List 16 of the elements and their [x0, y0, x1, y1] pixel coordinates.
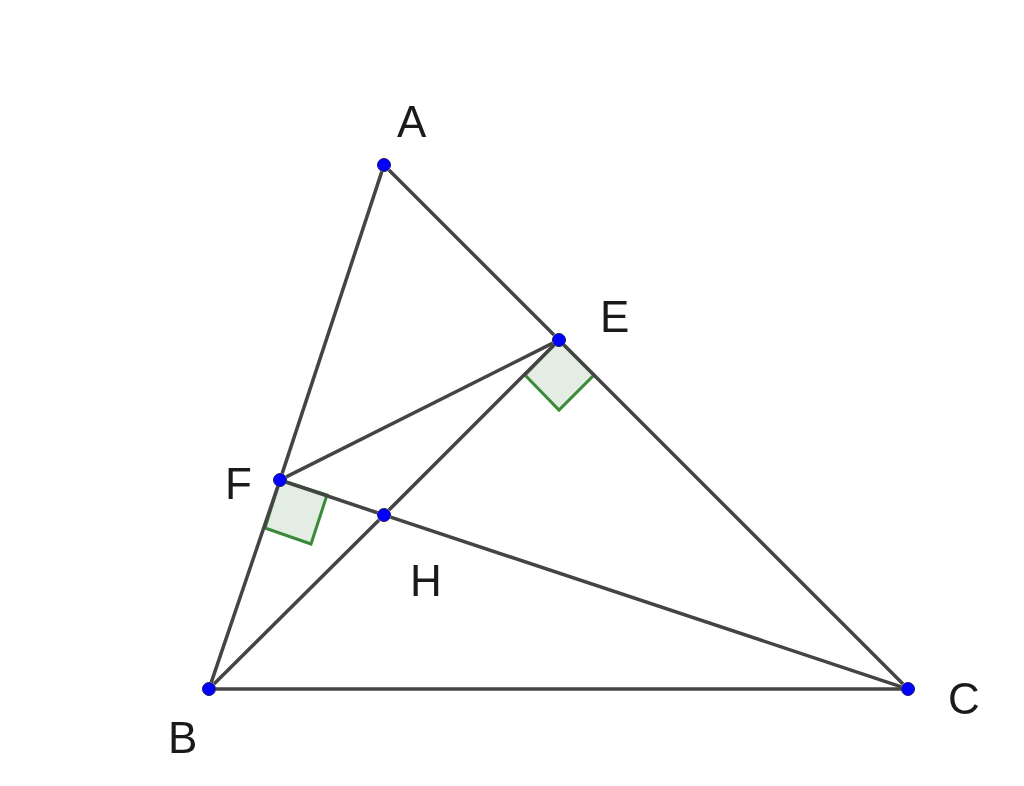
- line-segment: [390, 515, 902, 689]
- point-label: A: [397, 98, 427, 146]
- point-label: E: [600, 293, 630, 341]
- line-segment: [285, 341, 554, 479]
- line-segment: [280, 171, 384, 474]
- line-segment: [286, 480, 378, 515]
- line-segment: [387, 343, 556, 512]
- point-label: H: [410, 557, 442, 605]
- line-segment: [562, 343, 905, 686]
- point-label: F: [225, 460, 252, 508]
- point-label: C: [948, 675, 980, 723]
- point-label: B: [168, 714, 198, 762]
- line-segment: [212, 518, 381, 686]
- line-segment: [216, 687, 901, 691]
- line-segment: [387, 168, 556, 337]
- line-segment: [209, 486, 280, 683]
